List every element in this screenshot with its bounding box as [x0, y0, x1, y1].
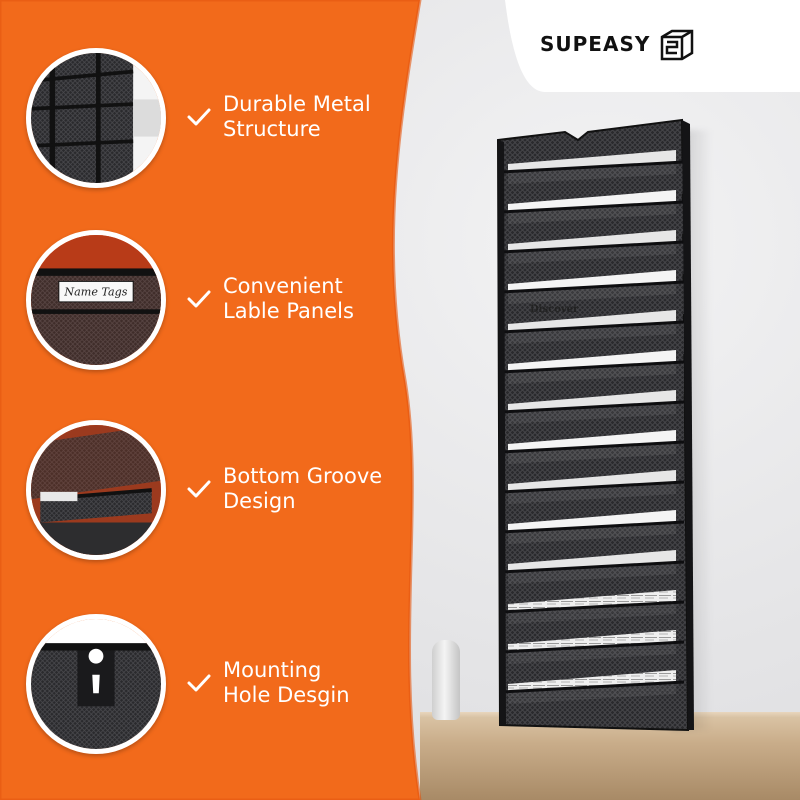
supeasy-cube-logo-icon	[661, 29, 694, 61]
wooden-shelf	[420, 718, 800, 800]
organizer-tier	[502, 442, 684, 482]
organizer-tier	[502, 562, 684, 602]
feature-label-panels: Name Tags Convenient Lable Panels	[26, 230, 426, 370]
feature-bottom-groove: Bottom Groove Design	[26, 420, 426, 560]
magazine-title: Discover	[530, 304, 579, 315]
check-icon	[187, 290, 211, 308]
organizer-tier	[502, 522, 684, 562]
organizer-tier	[502, 482, 684, 522]
check-icon	[187, 674, 211, 692]
organizer-tier	[502, 162, 684, 202]
feature-label-line1: Bottom Groove	[223, 464, 383, 488]
tier-rim	[501, 560, 685, 574]
tier-rim	[501, 680, 685, 694]
organizer-tier	[502, 242, 684, 282]
feature-label: Durable Metal Structure	[223, 92, 428, 142]
feature-label-line1: Durable Metal	[223, 92, 371, 116]
tier-rim	[501, 240, 685, 254]
tier-rim	[501, 520, 685, 534]
feature-label-line1: Mounting	[223, 658, 322, 682]
organizer-tier	[502, 402, 684, 442]
name-tag-text: Name Tags	[63, 285, 127, 298]
feature-mounting-hole: Mounting Hole Desgin	[26, 614, 426, 754]
check-icon	[187, 108, 211, 126]
feature-label: Convenient Lable Panels	[223, 274, 428, 324]
tier-rim	[501, 600, 685, 614]
organizer-tier	[502, 322, 684, 362]
tier-rim	[501, 200, 685, 214]
feature-label: Bottom Groove Design	[223, 464, 428, 514]
thumb-label-panel: Name Tags	[26, 230, 166, 370]
tier-rim	[501, 360, 685, 374]
feature-label: Mounting Hole Desgin	[223, 658, 428, 708]
organizer-tier	[502, 362, 684, 402]
feature-label-line2: Structure	[223, 117, 321, 141]
tier-rim	[501, 440, 685, 454]
vase	[432, 640, 460, 720]
organizer-tier	[502, 282, 684, 322]
organizer-tier	[502, 202, 684, 242]
feature-durable-metal: Durable Metal Structure	[26, 48, 426, 188]
organizer-tier	[502, 602, 684, 642]
tier-rim	[501, 640, 685, 654]
tier-rim	[501, 160, 685, 174]
brand-logo: SUPEASY	[540, 28, 696, 61]
tier-rim	[501, 480, 685, 494]
thumb-metal-structure	[26, 48, 166, 188]
organizer-tier	[502, 682, 684, 722]
feature-label-line2: Design	[223, 489, 296, 513]
check-icon	[187, 480, 211, 498]
tier-rim	[501, 320, 685, 334]
organizer-tier	[502, 642, 684, 682]
thumb-bottom-groove	[26, 420, 166, 560]
feature-label-line1: Convenient	[223, 274, 343, 298]
thumb-mounting-hole	[26, 614, 166, 754]
tier-rim	[501, 280, 685, 294]
brand-name: SUPEASY	[540, 32, 651, 56]
feature-label-line2: Lable Panels	[223, 299, 354, 323]
feature-label-line2: Hole Desgin	[223, 683, 350, 707]
tier-rim	[501, 400, 685, 414]
